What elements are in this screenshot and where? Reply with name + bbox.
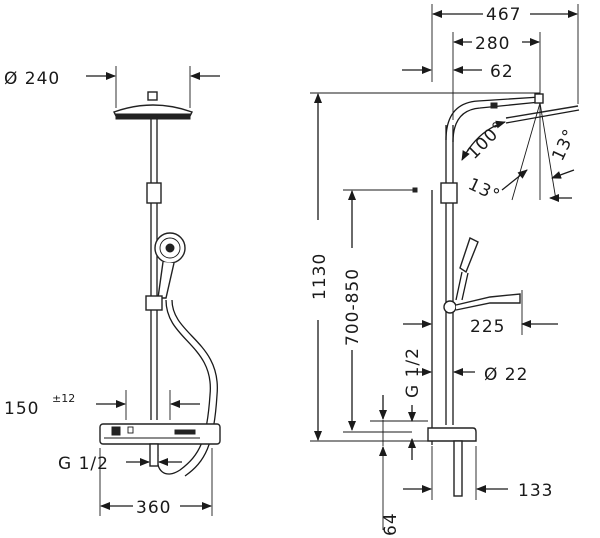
shower-arm-top	[445, 96, 541, 141]
spout-side	[453, 440, 463, 497]
tolerance-label: ±12	[52, 392, 75, 405]
angle-line-a	[511, 102, 541, 201]
angle-100-label: 100°	[463, 118, 509, 164]
slider-holder	[145, 295, 163, 311]
dim-150-label: 150	[4, 399, 39, 419]
hand-shower-side	[459, 237, 479, 274]
thread-g12-front-label: G 1/2	[58, 454, 109, 474]
shower-joint	[534, 93, 544, 104]
thermostat-shelf	[99, 423, 221, 445]
pipe-coupling	[146, 182, 162, 204]
dim-360-label: 360	[136, 498, 171, 518]
diameter-240-label: Ø 240	[4, 69, 60, 89]
overhead-shower	[113, 91, 193, 120]
height-700-850-label: 700-850	[343, 268, 363, 346]
angle-line-b	[539, 102, 557, 201]
diameter-22-label: Ø 22	[484, 365, 528, 385]
side-view: 467 280 62 100° 13° 13° 1130 700	[310, 4, 581, 536]
dim-133-label: 133	[518, 481, 553, 501]
outlet-spout	[149, 443, 159, 467]
side-coupling	[440, 182, 458, 204]
shower-hose	[156, 299, 211, 475]
dim-225-label: 225	[470, 317, 505, 337]
shower-head-side	[505, 105, 579, 119]
hand-shower-horizontal	[455, 293, 521, 311]
dim-467-label: 467	[486, 5, 521, 25]
dim-62-label: 62	[490, 62, 514, 82]
front-view: Ø 240 150 ±12 G 1/2 360	[4, 66, 221, 518]
dim-64-label: 64	[381, 512, 401, 536]
hand-shower	[154, 232, 186, 299]
angle-13-right-label: 13°	[548, 126, 580, 164]
holder-side	[443, 300, 457, 314]
dim-280-label: 280	[475, 34, 510, 54]
angle-13-left-label: 13°	[465, 174, 503, 206]
height-1130-label: 1130	[310, 253, 330, 300]
shelf-side	[427, 427, 477, 442]
angle-100-arc	[461, 120, 506, 161]
